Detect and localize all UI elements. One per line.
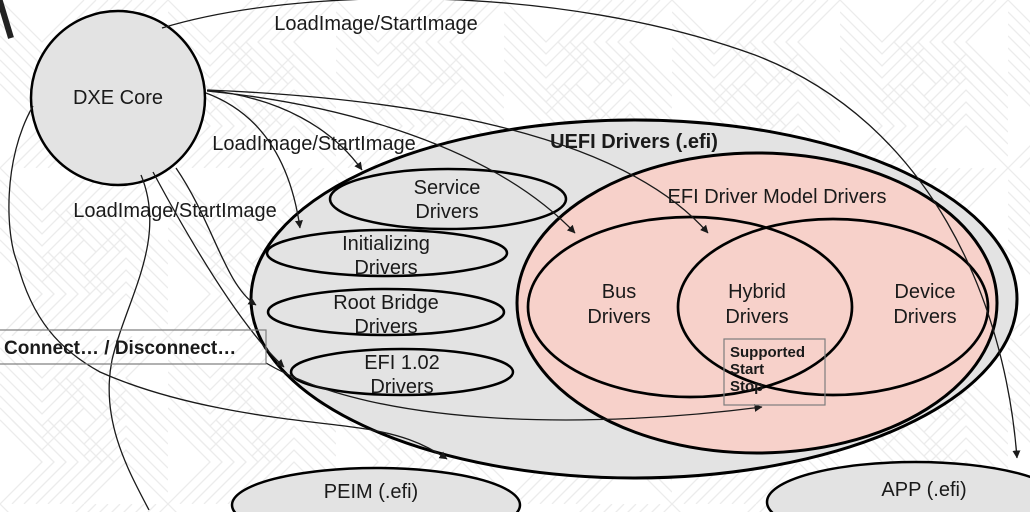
- bus-drivers-label-line1: Bus: [602, 281, 636, 303]
- loadimage-label-low: LoadImage/StartImage: [73, 200, 276, 222]
- root-bridge-drivers-label-line2: Drivers: [354, 316, 417, 338]
- arrow-dxe-to-peim: [8, 105, 448, 460]
- dxe-core-node: [29, 9, 207, 187]
- root-bridge-drivers-ellipse: [266, 287, 506, 337]
- arrow-dxe-to-root-bridge: [175, 167, 257, 306]
- callout-stop-label: Stop: [730, 378, 763, 395]
- bus-drivers-label-line2: Drivers: [587, 306, 650, 328]
- callout-start-label: Start: [730, 361, 764, 378]
- device-drivers-label-line1: Device: [894, 281, 955, 303]
- peim-label: PEIM (.efi): [324, 481, 418, 503]
- connect-disconnect-box: [0, 329, 267, 365]
- arrow-dxe-to-hybrid: [207, 89, 709, 234]
- app-ellipse: [765, 460, 1030, 512]
- efi-102-drivers-label-line2: Drivers: [370, 376, 433, 398]
- arrow-connect-to-callout: [265, 362, 763, 421]
- service-drivers-label-line2: Drivers: [415, 201, 478, 223]
- supported-start-stop-box: [723, 338, 826, 406]
- service-drivers-ellipse: [328, 167, 568, 231]
- arrow-dxe-to-bus: [206, 90, 576, 234]
- efi-driver-model-label: EFI Driver Model Drivers: [668, 186, 887, 208]
- arrow-dxe-to-efi-102: [152, 171, 285, 368]
- app-label: APP (.efi): [881, 479, 966, 501]
- corner-mark: [0, 0, 14, 39]
- initializing-drivers-label-line1: Initializing: [342, 233, 430, 255]
- peim-ellipse: [230, 466, 522, 512]
- efi-102-drivers-ellipse: [289, 347, 515, 397]
- venn-right-ellipse: [676, 217, 990, 397]
- arrow-dxe-to-initializing: [205, 92, 303, 229]
- uefi-drivers-label: UEFI Drivers (.efi): [550, 131, 718, 153]
- initializing-drivers-ellipse: [265, 228, 509, 278]
- efi-102-drivers-label-line1: EFI 1.02: [364, 352, 440, 374]
- loadimage-label-mid: LoadImage/StartImage: [212, 133, 415, 155]
- service-drivers-label-line1: Service: [414, 177, 481, 199]
- loadimage-label-top: LoadImage/StartImage: [274, 13, 477, 35]
- curve-dxe-bottom-left: [108, 174, 151, 511]
- arrow-dxe-to-app: [161, 0, 1021, 459]
- callout-supported-label: Supported: [730, 344, 805, 361]
- venn-left-ellipse: [526, 215, 854, 399]
- hybrid-drivers-label-line1: Hybrid: [728, 281, 786, 303]
- dxe-core-label: DXE Core: [73, 87, 163, 109]
- root-bridge-drivers-label-line1: Root Bridge: [333, 292, 439, 314]
- hybrid-drivers-label-line2: Drivers: [725, 306, 788, 328]
- efi-driver-model-ellipse: [515, 151, 999, 455]
- device-drivers-label-line2: Drivers: [893, 306, 956, 328]
- connect-disconnect-label: Connect… / Disconnect…: [4, 338, 236, 359]
- initializing-drivers-label-line2: Drivers: [354, 257, 417, 279]
